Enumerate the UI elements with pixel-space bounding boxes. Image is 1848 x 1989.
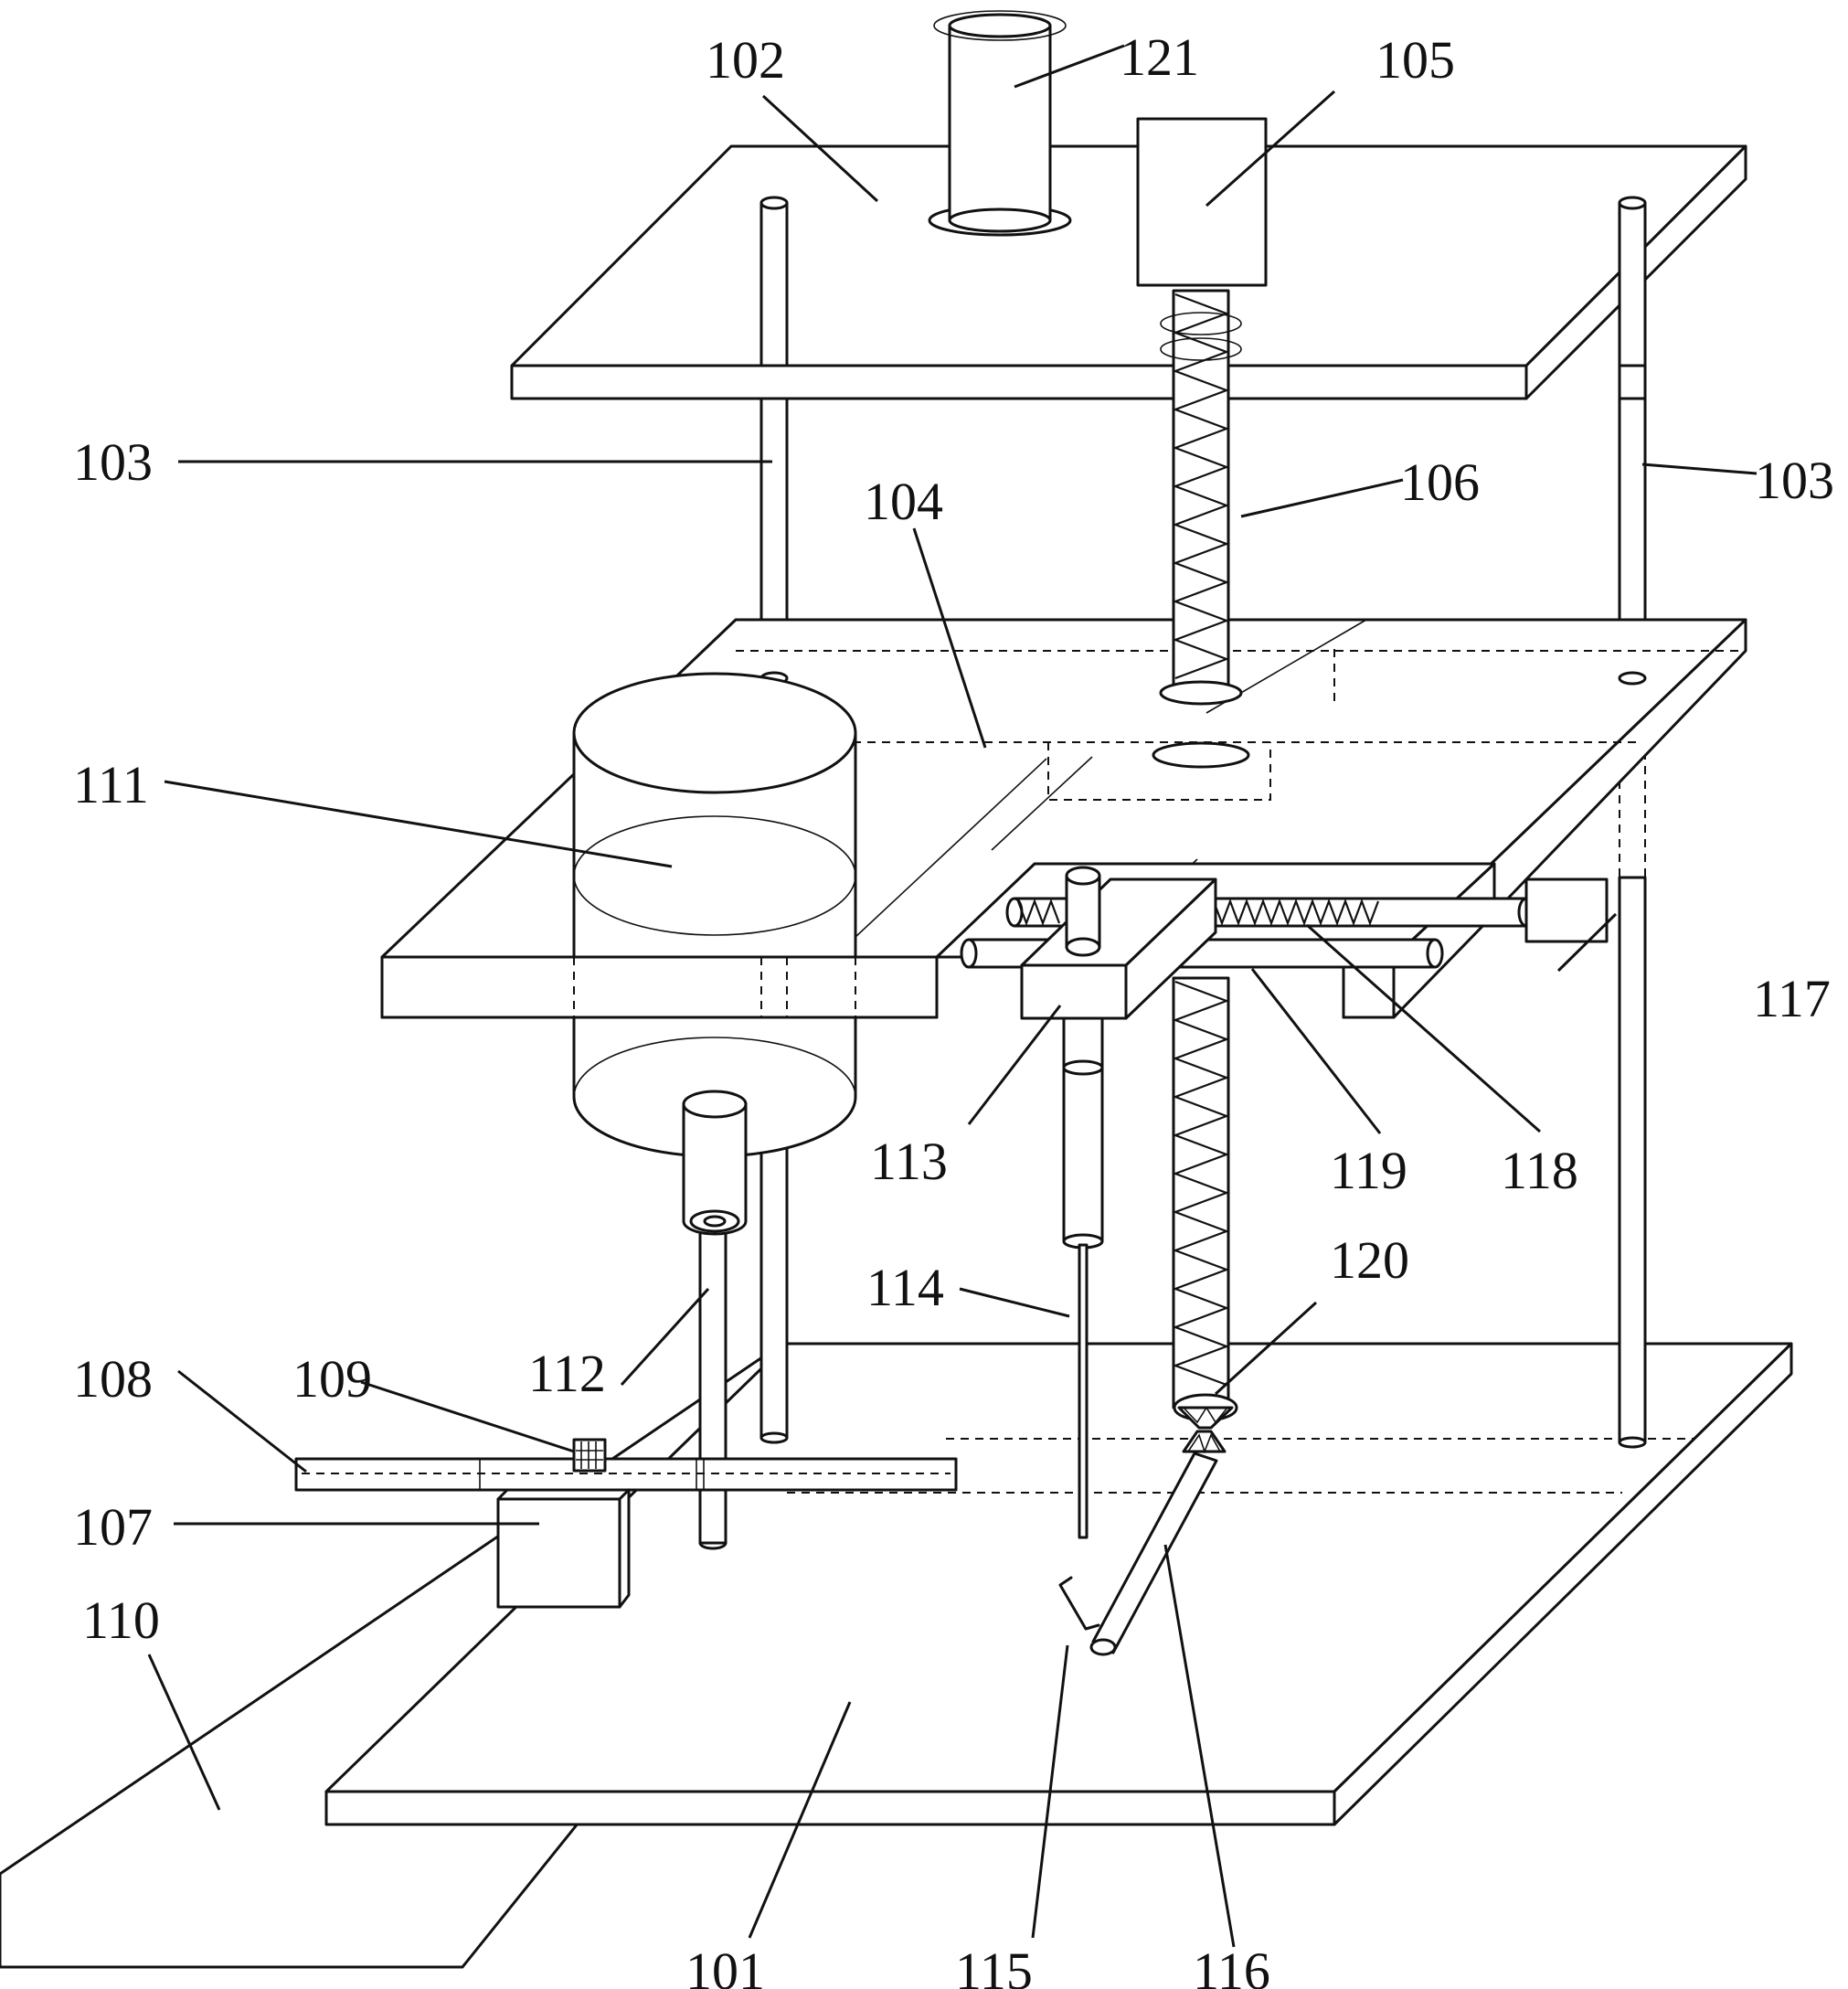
label-110: 110 (82, 1590, 160, 1650)
label-114: 114 (866, 1258, 944, 1317)
label-118: 118 (1501, 1141, 1578, 1200)
label-111: 111 (73, 755, 149, 814)
label-117: 117 (1753, 969, 1831, 1028)
label-119: 119 (1330, 1141, 1407, 1200)
label-101: 101 (685, 1941, 765, 1989)
label-103-left: 103 (73, 432, 153, 492)
label-109: 109 (292, 1349, 372, 1409)
middle-plate-front-104 (382, 957, 937, 1017)
label-121: 121 (1120, 27, 1199, 87)
label-106: 106 (1400, 452, 1480, 512)
label-102: 102 (706, 30, 785, 90)
label-108: 108 (73, 1349, 153, 1409)
roller-109 (574, 1440, 605, 1471)
motor-105 (1138, 119, 1266, 285)
needle-114 (1079, 1245, 1087, 1537)
label-103-right: 103 (1755, 451, 1834, 510)
end-block-117 (1526, 879, 1607, 941)
label-116: 116 (1193, 1941, 1270, 1989)
label-112: 112 (528, 1344, 606, 1403)
sleeve-121 (929, 11, 1070, 235)
label-107: 107 (73, 1497, 153, 1557)
label-104: 104 (864, 472, 943, 531)
drum-111 (574, 674, 855, 1156)
spring-106 (1161, 291, 1241, 704)
top-plate-102 (512, 146, 1746, 678)
label-115: 115 (955, 1941, 1033, 1989)
label-105: 105 (1375, 30, 1455, 90)
motor-box-107 (498, 1490, 629, 1607)
label-113: 113 (870, 1132, 948, 1191)
label-120: 120 (1330, 1230, 1409, 1290)
spring-106-lower (1174, 978, 1228, 1408)
guide-post-right-103 (1620, 198, 1645, 1447)
